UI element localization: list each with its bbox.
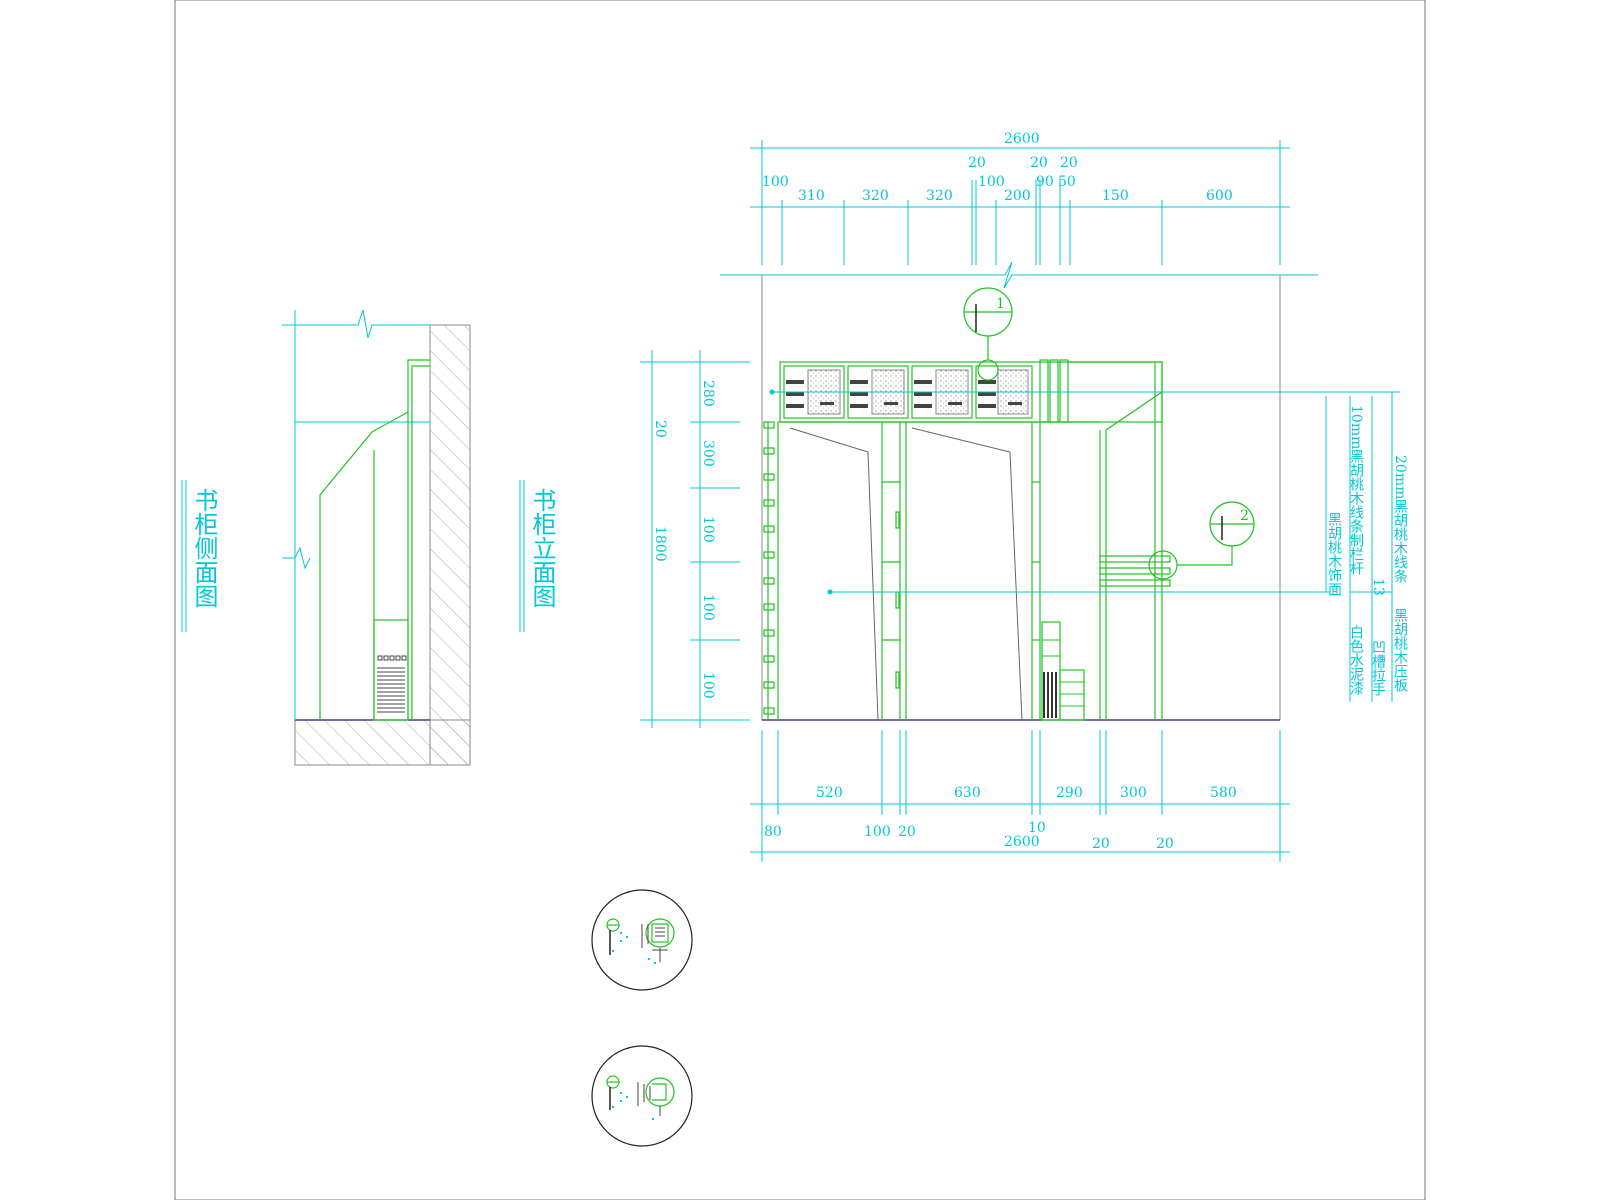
dim-left-280: 280 (700, 380, 716, 407)
dim-bottom-20b: 20 (1092, 836, 1110, 852)
dim-top-50: 50 (1058, 174, 1076, 190)
dim-left-100b: 100 (700, 594, 716, 621)
dim-left-100a: 100 (700, 516, 716, 543)
side-elevation-title-group: 书柜侧面图 (181, 480, 218, 632)
note-walnut-pressboard: 黑胡桃木压板 (1392, 608, 1408, 692)
dim-top-600: 600 (1206, 188, 1233, 204)
dim-bottom-overall: 2600 (1004, 834, 1040, 850)
note-walnut-railing: 10mm黑胡桃木线条制栏杆 (1348, 405, 1364, 576)
left-dimensions: 20 1800 280 300 100 100 100 (640, 350, 750, 728)
dim-bottom-20a: 20 (898, 824, 916, 840)
dim-bottom-100: 100 (864, 824, 891, 840)
callout-1-label: 1 (996, 296, 1005, 312)
floor-hatch (294, 719, 471, 766)
wall-hatch (429, 324, 471, 766)
note-index: 13 (1370, 578, 1386, 596)
front-elevation-title-group: 书柜立面图 (519, 480, 556, 632)
dim-top-100b: 100 (978, 174, 1005, 190)
front-elevation: 1 2 (720, 261, 1400, 721)
side-stair-panel (373, 619, 409, 721)
round-posts (1039, 359, 1162, 423)
note-groove-handle: 凹槽拉手 (1370, 640, 1386, 697)
sheet-border (174, 0, 1426, 1200)
dim-top-20a: 20 (968, 155, 986, 171)
dim-top-320b: 320 (926, 188, 953, 204)
step-block (1041, 621, 1085, 721)
dim-left-100c: 100 (700, 672, 716, 699)
dim-bottom-10: 10 (1028, 820, 1046, 836)
dim-top-100a: 100 (762, 174, 789, 190)
callout-2: 2 (1148, 501, 1255, 580)
dim-top-20b: 20 (1030, 155, 1048, 171)
dim-bottom-580: 580 (1210, 785, 1237, 801)
callout-2-label: 2 (1240, 508, 1249, 524)
side-bench (1099, 555, 1171, 587)
dim-bottom-300: 300 (1120, 785, 1147, 801)
note-walnut-strip-20: 20mm黑胡桃木线条 (1392, 455, 1408, 584)
side-elevation (282, 309, 471, 766)
note-walnut-veneer: 黑胡桃木饰面 (1326, 512, 1342, 596)
detail-circle-2 (591, 1045, 693, 1147)
dim-top-200: 200 (1004, 188, 1031, 204)
dim-bottom-80: 80 (764, 824, 782, 840)
material-notes: 20mm黑胡桃木线条 黑胡桃木压板 13 凹槽拉手 10mm黑胡桃木线条制栏杆 … (1326, 405, 1408, 697)
bottom-dimensions: 520 630 290 300 580 80 100 20 10 2600 20… (750, 730, 1290, 862)
front-elevation-title: 书柜立面图 (528, 488, 556, 608)
dim-left-1800: 1800 (652, 526, 668, 562)
note-white-paint: 白色水泥漆 (1348, 625, 1364, 695)
dim-top-320a: 320 (862, 188, 889, 204)
detail-circle-1 (591, 889, 693, 991)
dim-left-300: 300 (700, 440, 716, 467)
dim-top-310: 310 (798, 188, 825, 204)
dim-bottom-20c: 20 (1156, 836, 1174, 852)
dim-bottom-290: 290 (1056, 785, 1083, 801)
top-dimensions: 2600 100 20 20 20 100 90 50 310 320 320 … (750, 131, 1290, 265)
rail-knots (763, 421, 775, 715)
dim-bottom-520: 520 (816, 785, 843, 801)
dim-top-90: 90 (1036, 174, 1054, 190)
dim-top-overall: 2600 (1004, 131, 1040, 147)
side-elevation-title: 书柜侧面图 (190, 488, 218, 608)
dim-left-20: 20 (652, 420, 668, 438)
dim-top-150: 150 (1102, 188, 1129, 204)
dim-top-20c: 20 (1060, 155, 1078, 171)
dim-bottom-630: 630 (954, 785, 981, 801)
callout-1: 1 (963, 287, 1013, 381)
